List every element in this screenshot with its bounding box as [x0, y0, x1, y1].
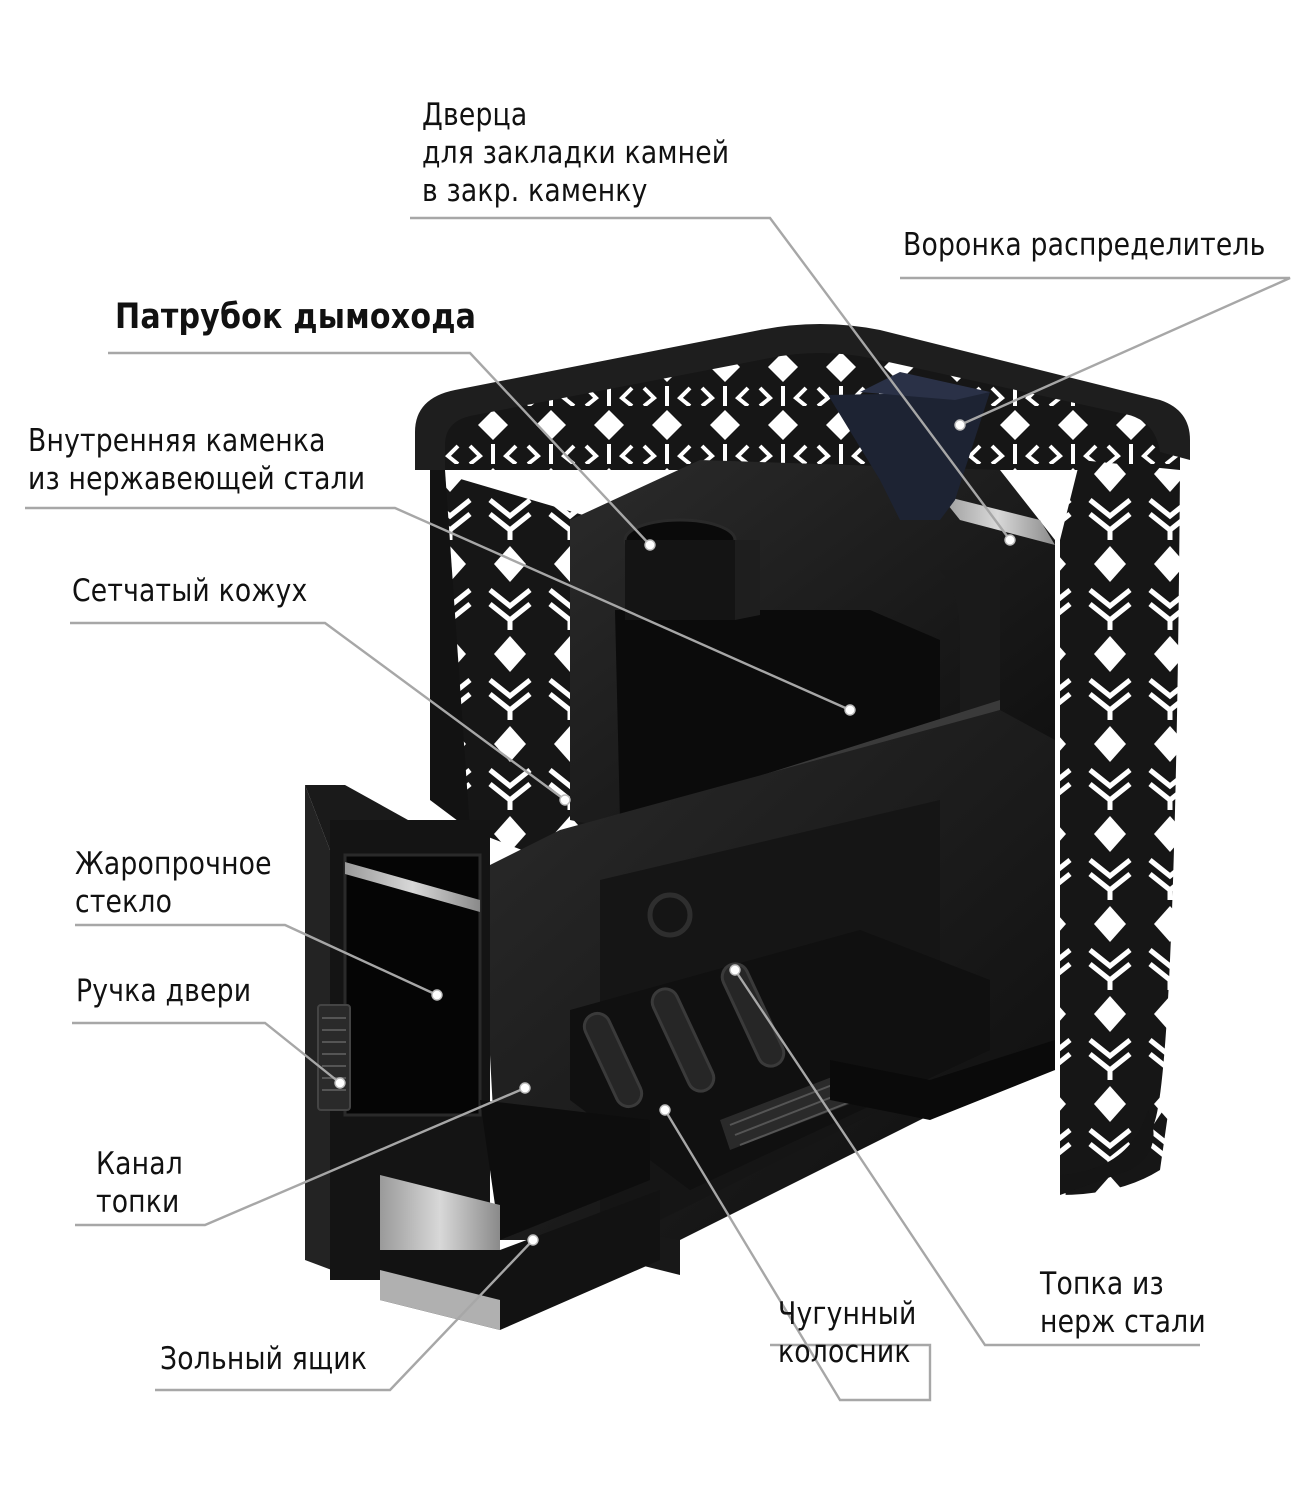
- label-flue-pipe: Патрубок дымохода: [115, 297, 477, 337]
- label-cast-grate: Чугунный колосник: [778, 1296, 917, 1370]
- label-mesh-casing: Сетчатый кожух: [72, 573, 308, 609]
- leader-dots: [334, 419, 1016, 1246]
- label-firebox-channel: Канал топки: [96, 1146, 183, 1220]
- label-inner-heater: Внутренняя каменка из нержавеющей стали: [28, 423, 366, 497]
- label-ash-box: Зольный ящик: [160, 1341, 368, 1377]
- firebox-shape: [480, 710, 1055, 1275]
- leader-lines: [25, 216, 1291, 1402]
- label-stone-door: Дверца для закладки камней в закр. камен…: [422, 97, 730, 209]
- label-heat-glass: Жаропрочное стекло: [75, 846, 272, 920]
- label-door-handle: Ручка двери: [76, 973, 252, 1009]
- label-funnel: Воронка распределитель: [903, 227, 1266, 263]
- mesh-casing-shape: [415, 324, 1190, 1195]
- funnel-shape: [828, 372, 990, 520]
- label-steel-firebox: Топка из нерж стали: [1040, 1266, 1206, 1340]
